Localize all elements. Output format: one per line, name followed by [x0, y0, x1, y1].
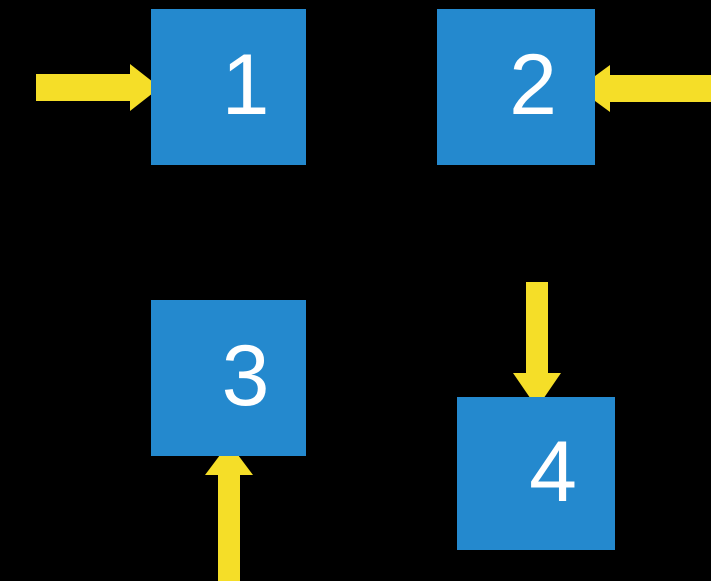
box-2[interactable]: 2 [437, 9, 595, 165]
arrow-up-icon [205, 443, 253, 581]
box-2-label: 2 [509, 37, 557, 133]
arrow-left-icon [578, 65, 711, 112]
box-1-label: 1 [221, 37, 270, 133]
arrow-into-box-4 [513, 282, 561, 408]
box-4[interactable]: 4 [457, 397, 615, 550]
box-1[interactable]: 1 [151, 9, 306, 165]
arrow-right-icon [36, 64, 160, 111]
arrow-down-icon [513, 282, 561, 408]
box-4-label: 4 [529, 423, 577, 520]
arrow-into-box-2 [578, 65, 711, 112]
box-3-label: 3 [221, 328, 270, 424]
arrow-into-box-1 [36, 64, 160, 111]
arrow-into-box-3 [205, 443, 253, 581]
box-3[interactable]: 3 [151, 300, 306, 456]
